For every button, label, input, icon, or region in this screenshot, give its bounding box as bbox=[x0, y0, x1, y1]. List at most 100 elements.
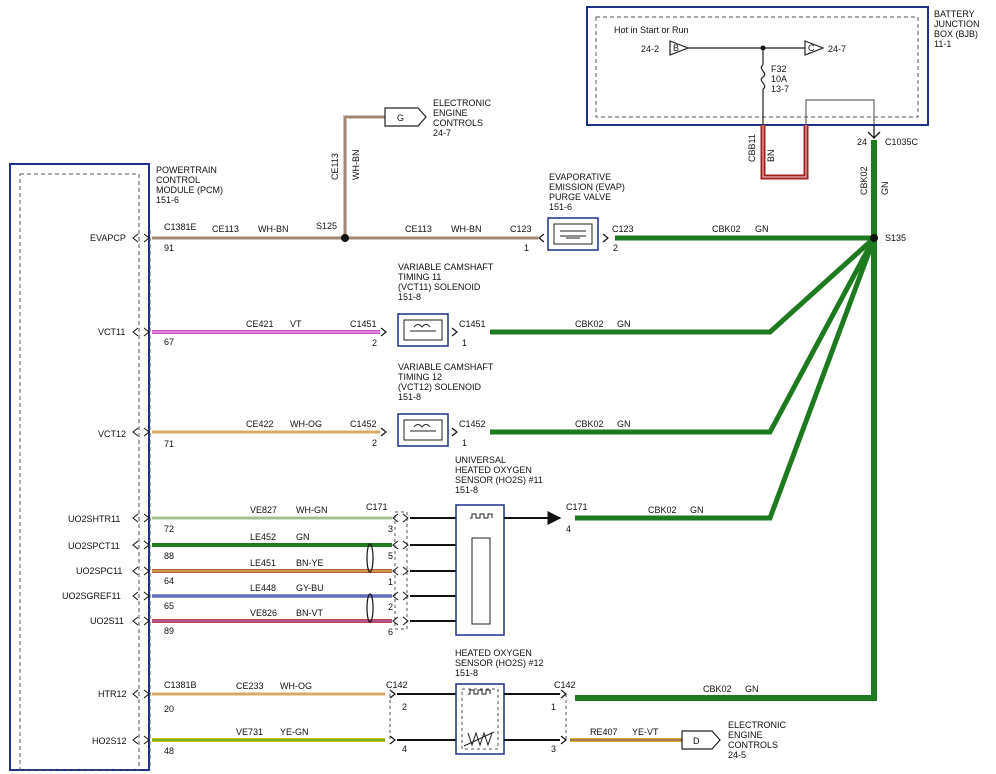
pcm-pin-connector-icon bbox=[132, 689, 150, 699]
pcm-pin-number: 71 bbox=[164, 439, 174, 449]
fuse-label-3: 13-7 bbox=[771, 84, 789, 94]
evap-w1-color: WH-BN bbox=[258, 224, 289, 234]
uho2s-w2-color: GN bbox=[296, 532, 310, 542]
vct11-solenoid-box bbox=[397, 313, 449, 347]
pcm-pin-connector-icon bbox=[132, 540, 150, 550]
uho2s-w2-pin: 5 bbox=[388, 551, 393, 561]
vct12-conn-out: C1452 bbox=[459, 419, 486, 429]
ho2s-title-2: SENSOR (HO2S) #12 bbox=[455, 658, 544, 668]
eec-top-wire-color: WH-BN bbox=[351, 150, 361, 181]
pcm-pin-vct12: VCT12 71 bbox=[98, 429, 174, 449]
ho2s12-branch: HEATED OXYGEN SENSOR (HO2S) #12 151-8 CE… bbox=[152, 648, 787, 760]
pcm-pin-connector-icon bbox=[132, 513, 150, 523]
vct12-wire-color: WH-OG bbox=[290, 419, 322, 429]
ho2s-out1-circuit: CBK02 bbox=[703, 684, 732, 694]
vct11-title-3: (VCT11) SOLENOID bbox=[398, 282, 481, 292]
evap-conn-in: C123 bbox=[510, 224, 532, 234]
uho2s-w1-circuit: VE827 bbox=[250, 505, 277, 515]
uho2s-conn-in: C171 bbox=[366, 502, 388, 512]
bjb-title-2: JUNCTION bbox=[934, 19, 980, 29]
uho2s-connector-dashed bbox=[394, 511, 408, 630]
bjb-in-connector bbox=[669, 40, 690, 56]
sensor-element-icon bbox=[467, 731, 493, 747]
s125-splice-dot bbox=[341, 234, 349, 242]
pcm-pin-connector-icon bbox=[132, 327, 150, 337]
uho2s-w3-color: BN-YE bbox=[296, 558, 324, 568]
ho2s-out3-color: YE-VT bbox=[632, 727, 659, 737]
pcm-pin-name: UO2SHTR11 bbox=[68, 514, 120, 524]
c1035c-label: C1035C bbox=[885, 137, 919, 147]
pcm-inner-frame bbox=[19, 173, 140, 771]
eec-bottom-pin: D bbox=[693, 736, 700, 746]
twisted-pair-icon bbox=[366, 543, 374, 573]
bjb-title-1: BATTERY bbox=[934, 9, 975, 19]
vct12-title-1: VARIABLE CAMSHAFT bbox=[398, 362, 494, 372]
pcm-pin-evapcp: EVAPCP 91 bbox=[90, 233, 174, 253]
ho2s-title-3: 151-8 bbox=[455, 668, 478, 678]
ho2s-conn-in: C142 bbox=[386, 680, 408, 690]
ho2s-w1-pin: 2 bbox=[402, 702, 407, 712]
evap-title-2: EMISSION (EVAP) bbox=[549, 182, 625, 192]
eec-top-wire-circuit: CE113 bbox=[330, 153, 340, 180]
ho2s-w1-circuit: CE233 bbox=[236, 681, 264, 691]
pcm-pin-name: VCT11 bbox=[98, 327, 125, 337]
bjb-wire-cbk02-label: CBK02 bbox=[859, 166, 869, 195]
pcm-title-1: POWERTRAIN bbox=[156, 165, 217, 175]
uho2s-w5-color: BN-VT bbox=[296, 608, 324, 618]
ho2s-out3-circuit: RE407 bbox=[590, 727, 618, 737]
eec-bottom-title-3: CONTROLS bbox=[728, 740, 778, 750]
uho2s-w3-circuit: LE451 bbox=[250, 558, 276, 568]
ho2s-out-pin1: 1 bbox=[551, 702, 556, 712]
uho2s-w4-pin: 2 bbox=[388, 602, 393, 612]
bjb-out-circuit: 24-7 bbox=[828, 44, 846, 54]
ho2s-w1-color: WH-OG bbox=[280, 681, 312, 691]
pcm-pin-name: UO2SGREF11 bbox=[62, 591, 121, 601]
solenoid-icon bbox=[410, 324, 436, 332]
vct11-out-circuit: CBK02 bbox=[575, 319, 604, 329]
vct11-title-1: VARIABLE CAMSHAFT bbox=[398, 262, 494, 272]
ho2s-conn-out: C142 bbox=[554, 680, 576, 690]
pcm-pin-number: 89 bbox=[164, 626, 174, 636]
pcm-connector-c1381b: C1381B bbox=[164, 680, 197, 690]
uho2s-w2-circuit: LE452 bbox=[250, 532, 276, 542]
pcm-frame bbox=[9, 163, 150, 771]
eec-top-title-3: CONTROLS bbox=[433, 118, 483, 128]
evap-title-1: EVAPORATIVE bbox=[549, 172, 611, 182]
eec-bottom-title-1: ELECTRONIC bbox=[728, 720, 787, 730]
pcm-pin-number: 64 bbox=[164, 576, 174, 586]
pcm-pin-uo2shtr11: UO2SHTR11 72 bbox=[68, 514, 174, 534]
vct11-conn-out: C1451 bbox=[459, 319, 486, 329]
sensor-element-icon bbox=[471, 537, 491, 625]
bjb-frame bbox=[586, 6, 929, 126]
pcm-pin-number: 65 bbox=[164, 601, 174, 611]
bjb-out-connector bbox=[804, 40, 825, 56]
ho2s-w2-circuit: VE731 bbox=[236, 727, 263, 737]
eec-top-title-2: ENGINE bbox=[433, 108, 468, 118]
ho2s-out1-color: GN bbox=[745, 684, 759, 694]
vct12-solenoid-box bbox=[397, 413, 449, 447]
uho2s-branch: UNIVERSAL HEATED OXYGEN SENSOR (HO2S) #1… bbox=[152, 455, 704, 637]
fuse-icon bbox=[760, 64, 766, 90]
pcm-title-3: MODULE (PCM) bbox=[156, 185, 223, 195]
uho2s-w5-pin: 6 bbox=[388, 627, 393, 637]
bjb-out-pin: C bbox=[808, 43, 815, 53]
vct12-branch: CE422 WH-OG C1452 2 VARIABLE CAMSHAFT TI… bbox=[152, 362, 631, 448]
evap-pin-out: 2 bbox=[613, 243, 618, 253]
s125-label: S125 bbox=[316, 221, 337, 231]
heater-icon bbox=[470, 513, 493, 519]
pcm-pin-number: 72 bbox=[164, 524, 174, 534]
vct12-in-connector-icon bbox=[380, 427, 387, 437]
vct12-out-connector-icon bbox=[451, 427, 458, 437]
eec-bottom-title-4: 24-5 bbox=[728, 750, 746, 760]
vct11-out-connector-icon bbox=[451, 327, 458, 337]
uho2s-out-pin: 4 bbox=[566, 524, 571, 534]
uho2s-title-1: UNIVERSAL bbox=[455, 455, 506, 465]
pcm-pin-connector-icon bbox=[132, 566, 150, 576]
pcm-title-4: 151-6 bbox=[156, 195, 179, 205]
vct12-out-circuit: CBK02 bbox=[575, 419, 604, 429]
vct11-title-4: 151-8 bbox=[398, 292, 421, 302]
pcm-pin-htr12: HTR12 20 bbox=[98, 689, 174, 714]
pcm-pin-connector-icon bbox=[132, 233, 150, 243]
pcm-module: POWERTRAIN CONTROL MODULE (PCM) 151-6 C1… bbox=[9, 163, 223, 771]
